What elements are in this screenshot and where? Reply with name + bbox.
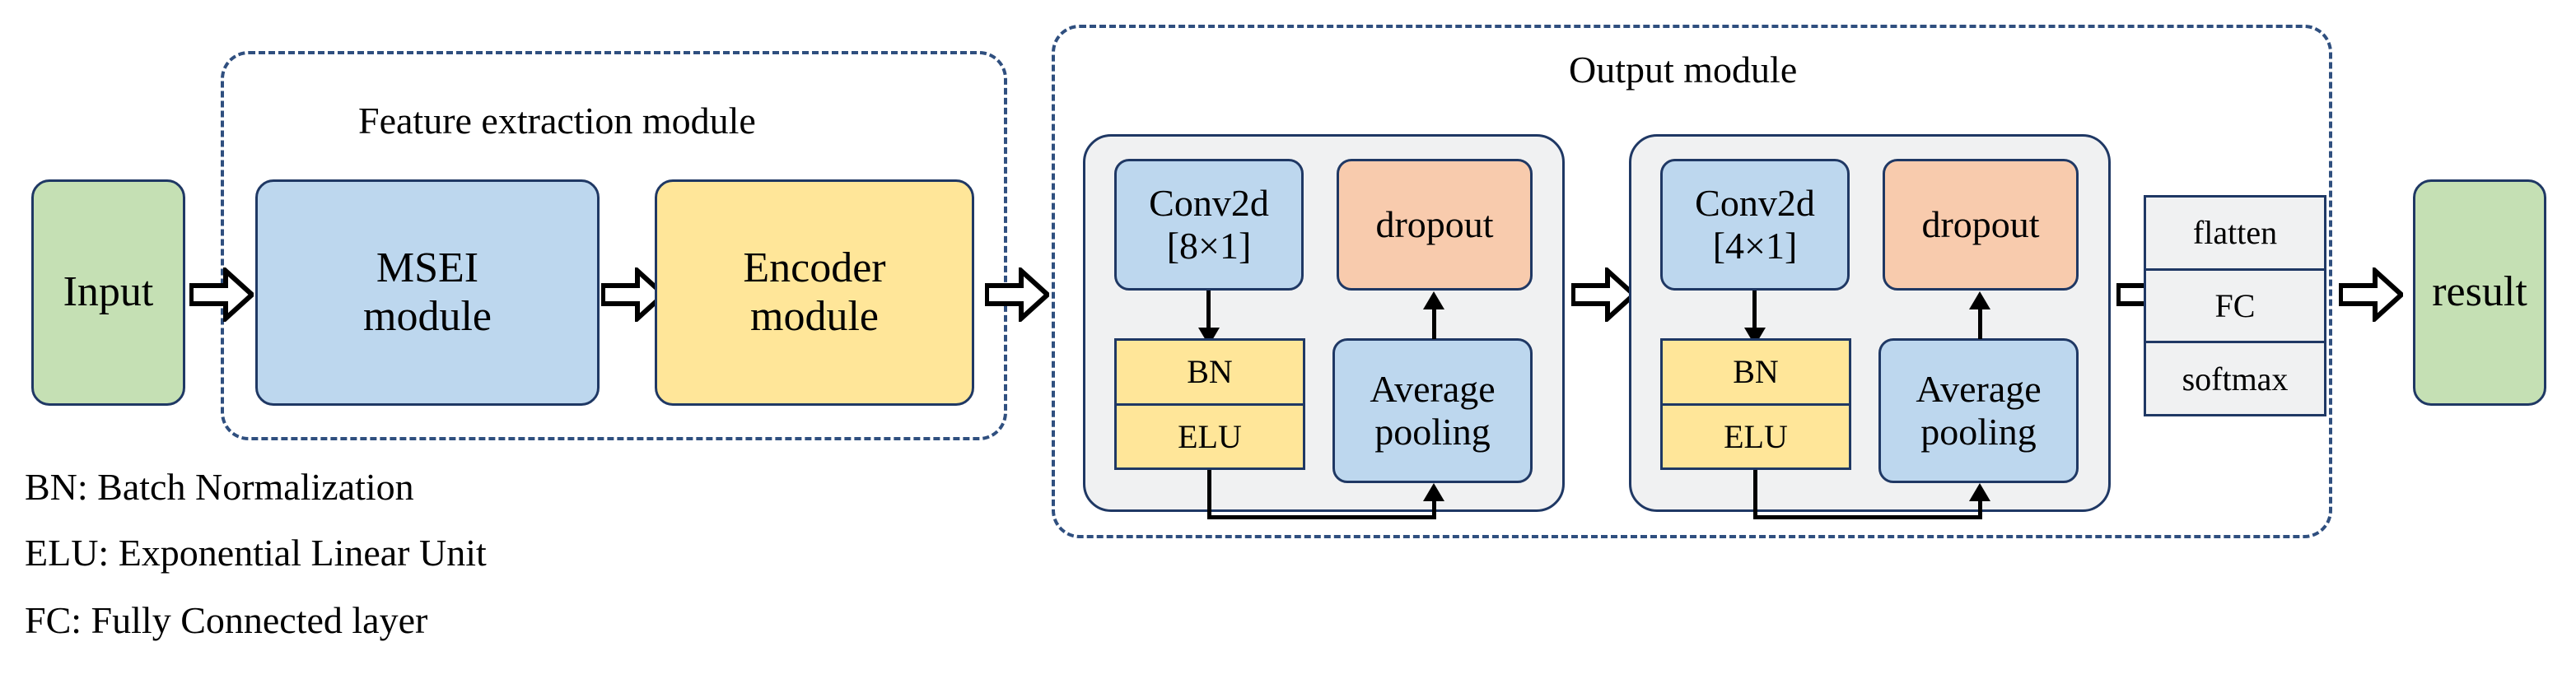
feature-extraction-module-title: Feature extraction module	[358, 100, 756, 142]
bn-elu-stack-1: BN ELU	[1114, 338, 1305, 470]
connector-conv-to-bn-1	[1206, 291, 1211, 334]
arrowhead-pooling-to-dropout-2	[1969, 291, 1990, 309]
connector-conv-to-bn-2	[1752, 291, 1757, 334]
output-module-boundary	[1052, 25, 2332, 538]
arrowhead-elu-to-pooling-1	[1423, 483, 1444, 501]
connector-pooling-to-dropout-1	[1432, 309, 1436, 339]
legend-line-fc: FC: Fully Connected layer	[25, 599, 428, 641]
conv2d-block-1: Conv2d [8×1]	[1114, 159, 1304, 291]
softmax-cell: softmax	[2146, 341, 2324, 415]
bn-elu-stack-2: BN ELU	[1660, 338, 1851, 470]
dropout-block-2: dropout	[1883, 159, 2079, 291]
legend-line-bn: BN: Batch Normalization	[25, 466, 414, 508]
arrow-classifier-to-result	[2339, 267, 2403, 322]
arrowhead-elu-to-pooling-2	[1969, 483, 1990, 501]
arrow-block1-to-block2	[1571, 267, 1636, 322]
bn-cell-1: BN	[1117, 341, 1303, 403]
input-block: Input	[31, 179, 185, 406]
elu-cell-2: ELU	[1663, 402, 1849, 467]
encoder-module-block: Encoder module	[655, 179, 974, 406]
arrow-msei-to-encoder	[601, 267, 665, 322]
connector-elu-up-1	[1432, 501, 1436, 519]
msei-module-block: MSEI module	[255, 179, 600, 406]
dropout-block-1: dropout	[1337, 159, 1533, 291]
average-pooling-block-1: Average pooling	[1332, 338, 1533, 483]
output-conv-block-2: Conv2d [4×1] dropout BN ELU Average pool…	[1629, 134, 2111, 519]
arrow-input-to-msei	[189, 267, 254, 322]
average-pooling-block-2: Average pooling	[1878, 338, 2079, 483]
connector-elu-down-2	[1753, 470, 1757, 519]
arrowhead-pooling-to-dropout-1	[1423, 291, 1444, 309]
classifier-stack: flatten FC softmax	[2144, 195, 2326, 416]
output-conv-block-1: Conv2d [8×1] dropout BN ELU Average pool…	[1083, 134, 1565, 519]
feature-extraction-module-boundary	[221, 51, 1007, 440]
connector-elu-up-2	[1978, 501, 1982, 519]
connector-elu-across-1	[1207, 515, 1436, 519]
fc-cell: FC	[2146, 267, 2324, 342]
result-block: result	[2413, 179, 2546, 406]
conv2d-block-2: Conv2d [4×1]	[1660, 159, 1850, 291]
connector-elu-across-2	[1753, 515, 1982, 519]
legend-line-elu: ELU: Exponential Linear Unit	[25, 532, 487, 574]
arrow-encoder-to-output-module	[985, 267, 1049, 322]
elu-cell-1: ELU	[1117, 402, 1303, 467]
bn-cell-2: BN	[1663, 341, 1849, 403]
output-module-title: Output module	[1569, 49, 1798, 91]
flatten-cell: flatten	[2146, 198, 2324, 268]
connector-pooling-to-dropout-2	[1978, 309, 1982, 339]
connector-elu-down-1	[1207, 470, 1211, 519]
